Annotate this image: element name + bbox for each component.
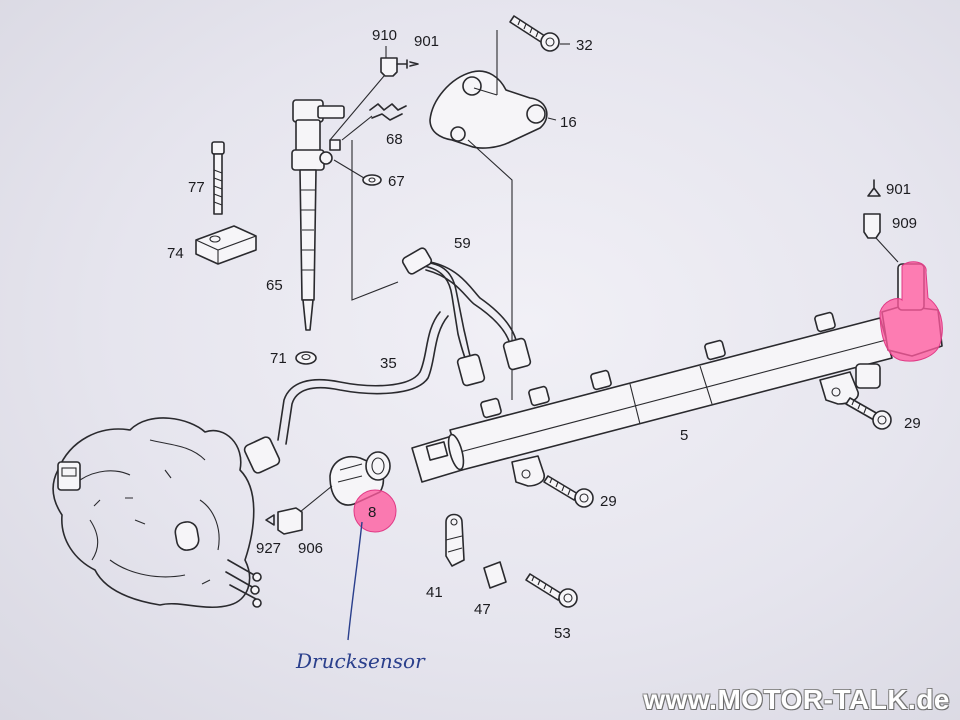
label-910: 910: [372, 27, 397, 44]
bolt-53: [525, 573, 578, 608]
label-35: 35: [380, 355, 397, 372]
washer-71: [295, 351, 317, 365]
clip-68: [341, 103, 407, 141]
leader-bracket-rail: [467, 139, 513, 400]
label-906: 906: [298, 540, 323, 557]
connector-909-901-right: [863, 179, 899, 263]
label-47: 47: [474, 601, 491, 618]
label-65: 65: [266, 277, 283, 294]
label-16: 16: [560, 114, 577, 131]
label-77: 77: [188, 179, 205, 196]
sleeve-47: [483, 561, 507, 589]
watermark: www.MOTOR-TALK.de: [643, 684, 950, 715]
clamp-74: [195, 225, 257, 265]
bolt-29-mid: [543, 475, 594, 508]
washer-67: [333, 159, 382, 186]
injector-65: [291, 99, 345, 331]
label-67: 67: [388, 173, 405, 190]
label-53: 53: [554, 625, 571, 642]
handwritten-note: Drucksensor: [295, 649, 426, 673]
bolt-29-right: [845, 397, 892, 430]
label-71: 71: [270, 350, 287, 367]
label-41: 41: [426, 584, 443, 601]
label-68: 68: [386, 131, 403, 148]
bracket-41: [445, 513, 465, 567]
pressure-regulator-valve: [879, 261, 943, 362]
high-pressure-pump: [52, 417, 262, 609]
bracket-16: [429, 30, 557, 149]
bolt-77: [211, 141, 225, 215]
injection-line-35: [243, 311, 449, 474]
label-5: 5: [680, 427, 688, 444]
bolt-32: [509, 15, 570, 52]
connector-910-901-top: [329, 46, 419, 141]
label-909: 909: [892, 215, 917, 232]
label-29-mid: 29: [600, 493, 617, 510]
injection-line-59: [401, 247, 532, 387]
label-8: 8: [368, 504, 376, 521]
leader-bracket: [351, 140, 399, 301]
label-59: 59: [454, 235, 471, 252]
fuel-rail-5: [411, 311, 893, 487]
handwritten-pointer: [347, 521, 363, 641]
label-927: 927: [256, 540, 281, 557]
label-32: 32: [576, 37, 593, 54]
label-29-right: 29: [904, 415, 921, 432]
label-901-top: 901: [414, 33, 439, 50]
sensor-label-highlight: [353, 489, 397, 533]
connector-906-927: [265, 485, 333, 535]
label-74: 74: [167, 245, 184, 262]
label-901-right: 901: [886, 181, 911, 198]
